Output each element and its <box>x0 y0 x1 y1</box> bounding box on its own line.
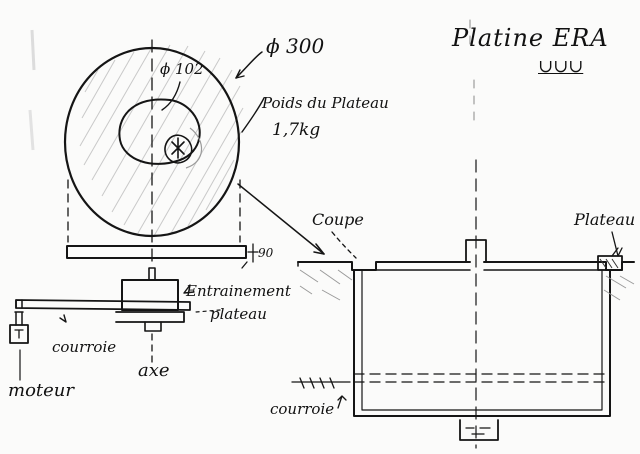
view-arrow <box>237 183 325 255</box>
section-platter-block <box>597 255 623 271</box>
center-cross-mark <box>171 137 185 159</box>
spindle-hub-circle <box>118 98 201 165</box>
leader-inner-dia <box>161 81 181 111</box>
platter-weight-value: 1,7kg <box>272 120 321 140</box>
section-belt-label: courroie <box>270 400 335 418</box>
drive-hub <box>121 279 179 311</box>
leader-outer-dia <box>235 51 263 79</box>
drive-belt <box>15 299 191 311</box>
section-bearing <box>459 419 499 441</box>
platter-weight-label: Poids du Plateau <box>262 94 389 112</box>
title-mark: ∪∪∪ <box>538 56 584 77</box>
section-cut-label: Coupe <box>312 210 364 229</box>
platter-thickness-label: 90 <box>258 246 274 260</box>
belt-label: courroie <box>52 338 117 356</box>
platter-top-view <box>63 39 265 263</box>
drive-label-line2: plateau <box>210 305 267 323</box>
platter-hatching <box>79 44 244 237</box>
drive-label-line1: Entrainement <box>186 282 291 300</box>
leader-weight <box>241 97 265 133</box>
axle-label: axe <box>138 360 170 381</box>
section-body <box>353 269 611 417</box>
platter-side-rect <box>66 245 247 259</box>
section-platter-label: Plateau <box>574 210 636 229</box>
platter-side-view <box>66 243 259 269</box>
outer-diameter-label: ϕ 300 <box>266 34 325 58</box>
drive-pulley-circle <box>164 134 193 164</box>
section-plate-top <box>297 261 635 271</box>
drawing-title: Platine ERA <box>452 24 609 52</box>
inner-diameter-label: ϕ 102 <box>160 60 204 78</box>
cross-section-view <box>291 19 635 449</box>
motor-label: moteur <box>8 380 74 401</box>
section-belt-stub <box>291 377 351 389</box>
drive-assembly <box>9 267 221 381</box>
